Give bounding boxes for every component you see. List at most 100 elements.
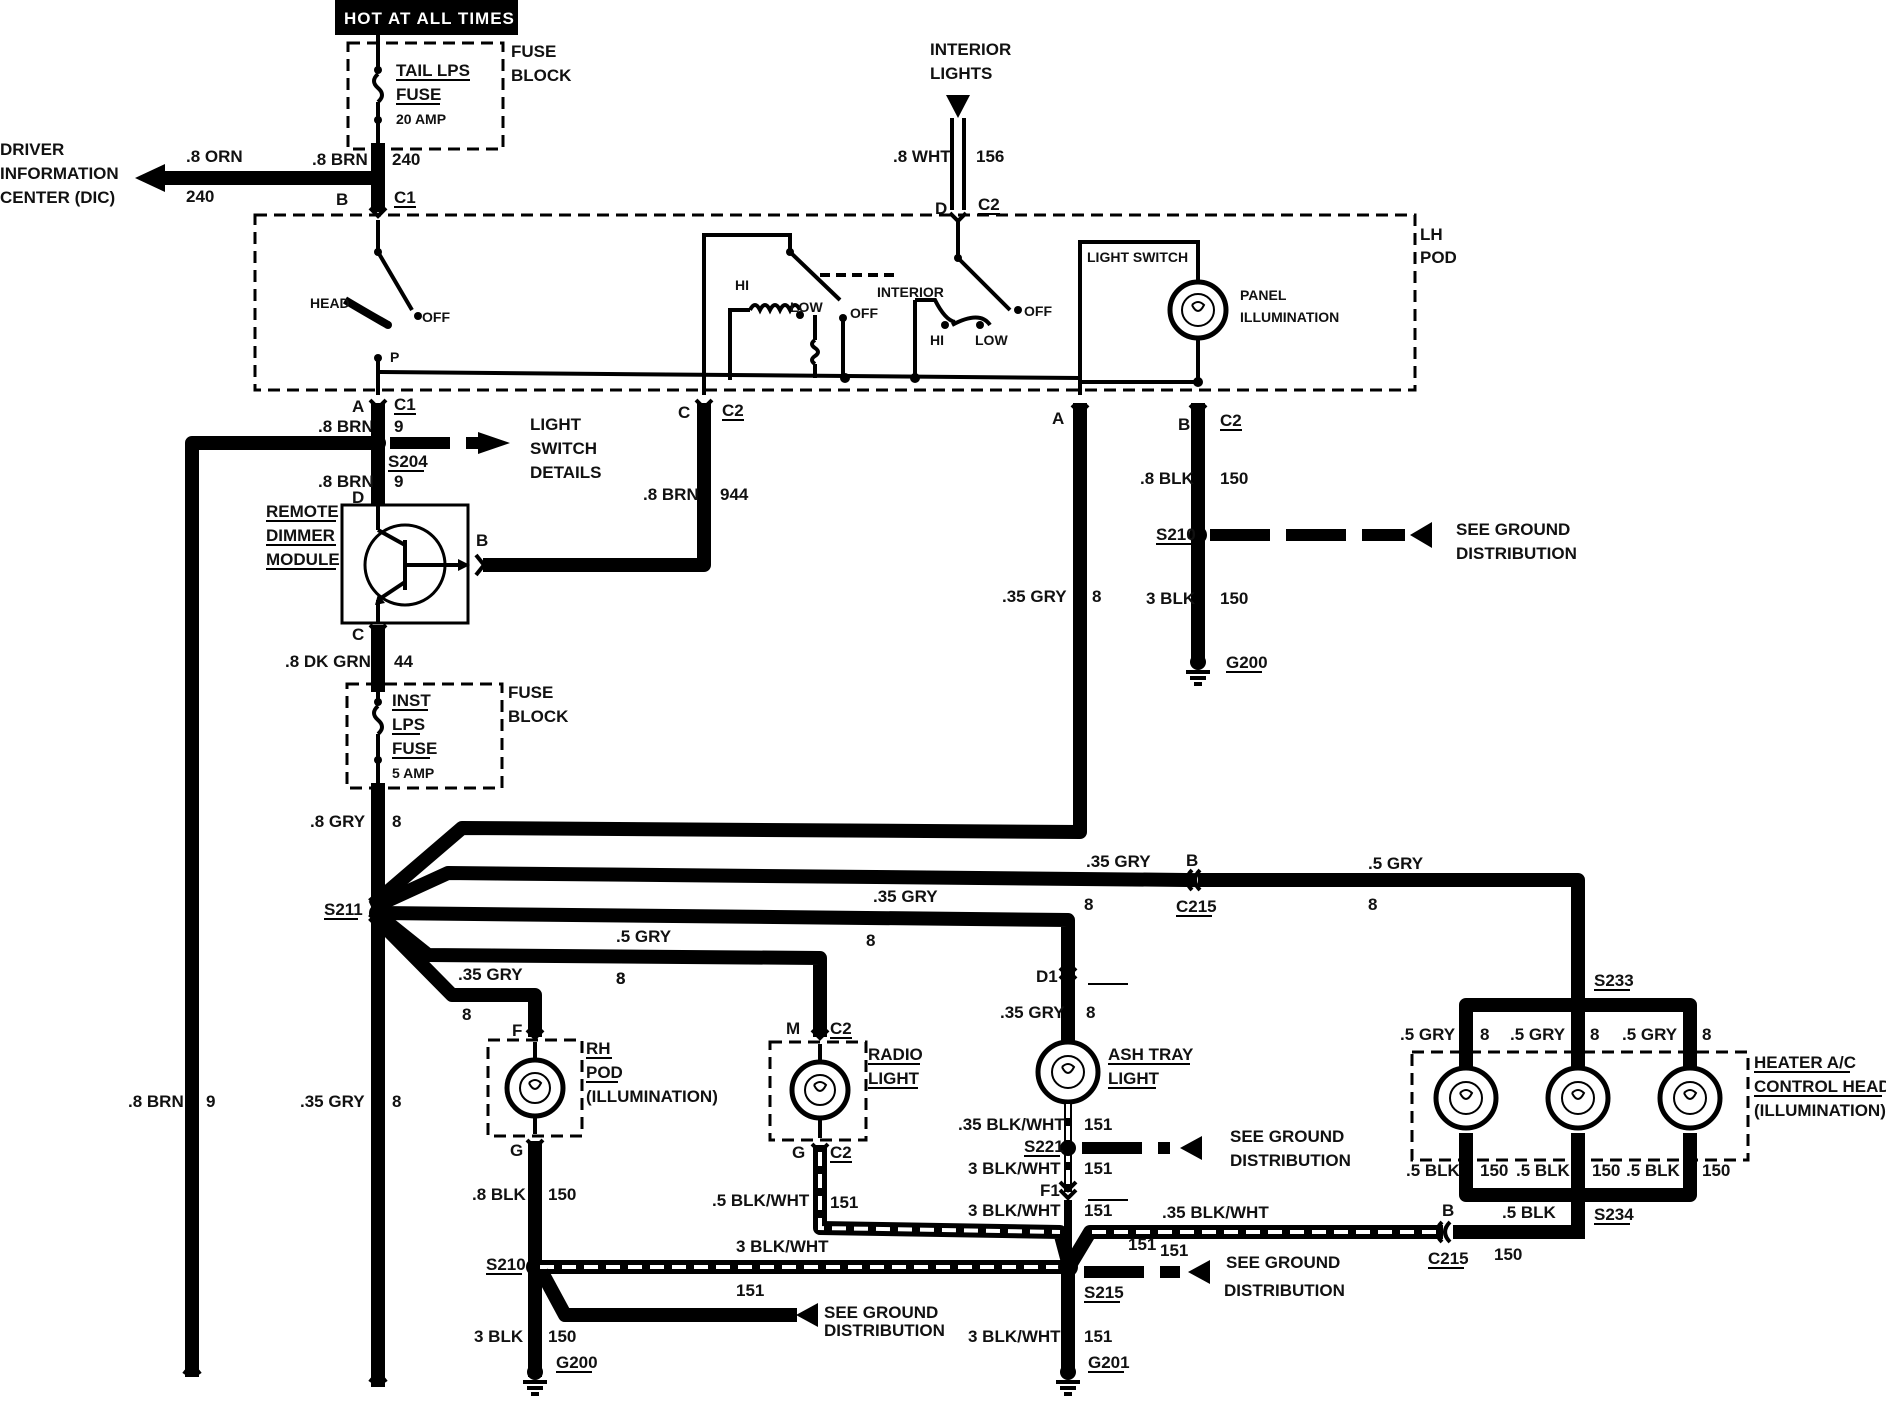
diagram-label: 151 — [1128, 1235, 1156, 1254]
tail-lamps-fuse-block: TAIL LPS FUSE 20 AMP — [346, 41, 505, 151]
diagram-label: C2 — [830, 1143, 852, 1162]
diagram-label: C215 — [1176, 897, 1217, 916]
interior-lights-label-1: INTERIOR — [930, 40, 1011, 59]
diagram-label: HEAD — [310, 295, 350, 311]
remote-dimmer-label-3: MODULE — [266, 550, 340, 569]
diagram-label: .35 GRY — [300, 1092, 365, 1111]
diagram-label: .35 GRY — [1000, 1003, 1065, 1022]
diagram-label: 8 — [616, 969, 625, 988]
diagram-label: LOW — [790, 299, 823, 315]
diagram-label: C215 — [1428, 1249, 1469, 1268]
diagram-label: 3 BLK — [474, 1327, 524, 1346]
diagram-label: 156 — [976, 147, 1004, 166]
diagram-label: .5 GRY — [616, 927, 672, 946]
diagram-label: .5 GRY — [1400, 1025, 1456, 1044]
diagram-label: A — [352, 397, 364, 416]
diagram-label: 5 AMP — [392, 765, 434, 781]
diagram-label: S215 — [1084, 1283, 1124, 1302]
hot-at-all-times-banner — [335, 0, 518, 35]
diagram-label: SEE GROUND — [824, 1303, 938, 1322]
diagram-label: (ILLUMINATION) — [586, 1087, 718, 1106]
diagram-label: LIGHT — [1108, 1069, 1160, 1088]
diagram-label: F1 — [1040, 1181, 1060, 1200]
diagram-label: .5 BLK — [1406, 1161, 1461, 1180]
diagram-label: .8 GRY — [310, 812, 366, 831]
diagram-label: D1 — [1036, 967, 1058, 986]
diagram-label: .5 BLK — [1516, 1161, 1571, 1180]
diagram-label: LOW — [975, 332, 1008, 348]
diagram-label: 151 — [1160, 1241, 1188, 1260]
diagram-label: SEE GROUND — [1456, 520, 1570, 539]
diagram-label: 151 — [1084, 1159, 1112, 1178]
dic-wire-circuit: 240 — [186, 187, 214, 206]
diagram-label: C2 — [722, 401, 744, 420]
diagram-label: C1 — [394, 188, 416, 207]
dic-label-3: CENTER (DIC) — [0, 188, 115, 207]
diagram-label: 150 — [1480, 1161, 1508, 1180]
diagram-label: 150 — [548, 1185, 576, 1204]
diagram-label: D — [935, 199, 947, 218]
diagram-label: 20 AMP — [396, 111, 446, 127]
diagram-label: 151 — [1084, 1201, 1112, 1220]
diagram-label: 44 — [394, 652, 413, 671]
diagram-label: .35 BLK/WHT — [1162, 1203, 1269, 1222]
diagram-label: .5 GRY — [1368, 854, 1424, 873]
diagram-label: C1 — [394, 395, 416, 414]
diagram-label: 8 — [462, 1005, 471, 1024]
diagram-label: DISTRIBUTION — [1456, 544, 1577, 563]
diagram-label: 150 — [1220, 589, 1248, 608]
diagram-label: FUSE — [396, 85, 441, 104]
diagram-label: INST — [392, 691, 431, 710]
diagram-label: .5 BLK — [1502, 1203, 1557, 1222]
diagram-label: .5 GRY — [1510, 1025, 1566, 1044]
diagram-label: .8 BLK — [1140, 469, 1195, 488]
diagram-label: C — [352, 625, 364, 644]
diagram-label: ASH TRAY — [1108, 1045, 1194, 1064]
diagram-label: FUSE — [392, 739, 437, 758]
diagram-label: .8 BRN — [643, 485, 699, 504]
heater-ac-control-head-illumination — [1410, 1050, 1750, 1162]
diagram-label: 3 BLK — [1146, 589, 1196, 608]
diagram-label: CONTROL HEAD — [1754, 1077, 1886, 1096]
diagram-label: 151 — [830, 1193, 858, 1212]
diagram-label: .5 GRY — [1622, 1025, 1678, 1044]
diagram-label: LIGHT — [868, 1069, 920, 1088]
diagram-label: B — [476, 531, 488, 550]
fuse-block-2-label-1: FUSE — [508, 683, 553, 702]
diagram-label: F — [512, 1021, 522, 1040]
diagram-label: OFF — [422, 309, 450, 325]
diagram-label: 3 BLK/WHT — [968, 1327, 1061, 1346]
diagram-label: 150 — [1494, 1245, 1522, 1264]
top-wire-circuit: 240 — [392, 150, 420, 169]
diagram-label: D — [352, 488, 364, 507]
diagram-label: 150 — [1592, 1161, 1620, 1180]
diagram-label: POD — [586, 1063, 623, 1082]
diagram-label: 8 — [1086, 1003, 1095, 1022]
diagram-label: .8 BRN — [318, 417, 374, 436]
diagram-label: 3 BLK/WHT — [968, 1159, 1061, 1178]
diagram-label: P — [390, 349, 399, 365]
diagram-label: 150 — [1702, 1161, 1730, 1180]
diagram-label: HEATER A/C — [1754, 1053, 1856, 1072]
diagram-label: S233 — [1594, 971, 1634, 990]
diagram-label: .8 BRN — [128, 1092, 184, 1111]
diagram-label: S210 — [1156, 525, 1196, 544]
diagram-label: OFF — [1024, 303, 1052, 319]
diagram-label: S211 — [324, 900, 363, 919]
diagram-label: 8 — [1368, 895, 1377, 914]
diagram-label: B — [336, 190, 348, 209]
diagram-label: G200 — [556, 1353, 598, 1372]
diagram-label: 8 — [866, 931, 875, 950]
diagram-label: C2 — [978, 195, 1000, 214]
diagram-label: B — [1178, 415, 1190, 434]
diagram-label: 150 — [1220, 469, 1248, 488]
diagram-label: 8 — [392, 1092, 401, 1111]
diagram-label: 3 BLK/WHT — [736, 1237, 829, 1256]
lh-pod: HEAD OFF P HI LOW OFF INTERIOR HI LOW — [253, 213, 1417, 395]
diagram-label: S234 — [1594, 1205, 1634, 1224]
diagram-label: 8 — [1092, 587, 1101, 606]
fuse-block-label-1: FUSE — [511, 42, 556, 61]
interior-lights-label-2: LIGHTS — [930, 64, 992, 83]
diagram-label: G201 — [1088, 1353, 1130, 1372]
diagram-label: RH — [586, 1039, 611, 1058]
